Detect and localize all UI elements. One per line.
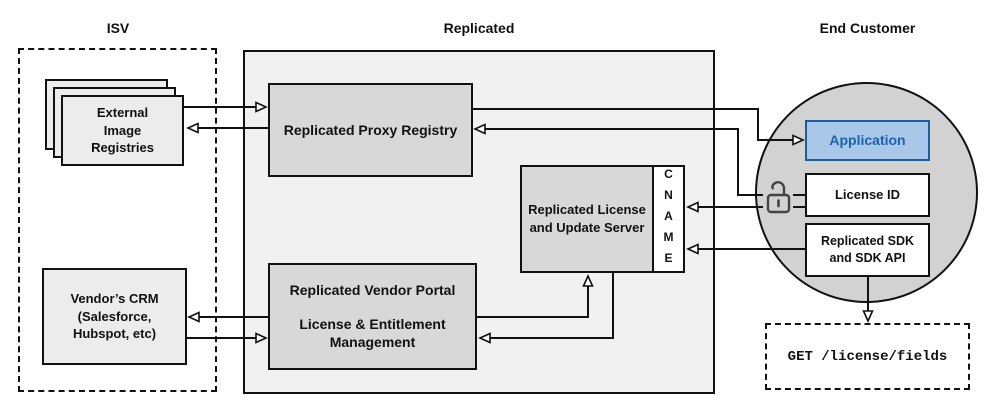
replicated-section-title: Replicated bbox=[443, 20, 515, 36]
license-update-server-label: Replicated License and Update Server bbox=[528, 201, 646, 235]
license-update-server-node: Replicated License and Update Server CNA… bbox=[520, 165, 685, 273]
vendor-portal-subtitle: License & Entitlement Management bbox=[299, 315, 446, 351]
license-id-node: License ID bbox=[805, 173, 930, 217]
isv-boundary bbox=[18, 48, 217, 392]
vendor-portal-title: Replicated Vendor Portal bbox=[289, 281, 456, 298]
sdk-label: Replicated SDK and SDK API bbox=[820, 234, 915, 265]
application-node: Application bbox=[805, 120, 930, 161]
get-request-box bbox=[765, 323, 970, 390]
vendor-portal-node: Replicated Vendor Portal License & Entit… bbox=[268, 263, 477, 370]
external-image-registries-node: External Image Registries bbox=[61, 95, 184, 166]
get-endpoint-label: GET /license/fields bbox=[765, 323, 970, 390]
end-customer-section-title: End Customer bbox=[819, 20, 916, 36]
get-endpoint-text: GET /license/fields bbox=[787, 348, 948, 365]
license-update-server-labelbox: Replicated License and Update Server bbox=[522, 167, 652, 271]
application-label: Application bbox=[829, 132, 906, 149]
proxy-registry-node: Replicated Proxy Registry bbox=[268, 83, 473, 177]
vendors-crm-node: Vendor’s CRM (Salesforce, Hubspot, etc) bbox=[42, 268, 187, 365]
unlocked-padlock-icon bbox=[763, 177, 793, 215]
isv-section-title: ISV bbox=[106, 20, 130, 36]
license-id-label: License ID bbox=[834, 187, 901, 203]
cname-strip: CNAME bbox=[652, 167, 683, 272]
sdk-node: Replicated SDK and SDK API bbox=[805, 223, 930, 277]
vendors-crm-label: Vendor’s CRM (Salesforce, Hubspot, etc) bbox=[70, 291, 159, 342]
proxy-registry-label: Replicated Proxy Registry bbox=[283, 121, 458, 138]
external-image-registries-label: External Image Registries bbox=[91, 105, 154, 156]
